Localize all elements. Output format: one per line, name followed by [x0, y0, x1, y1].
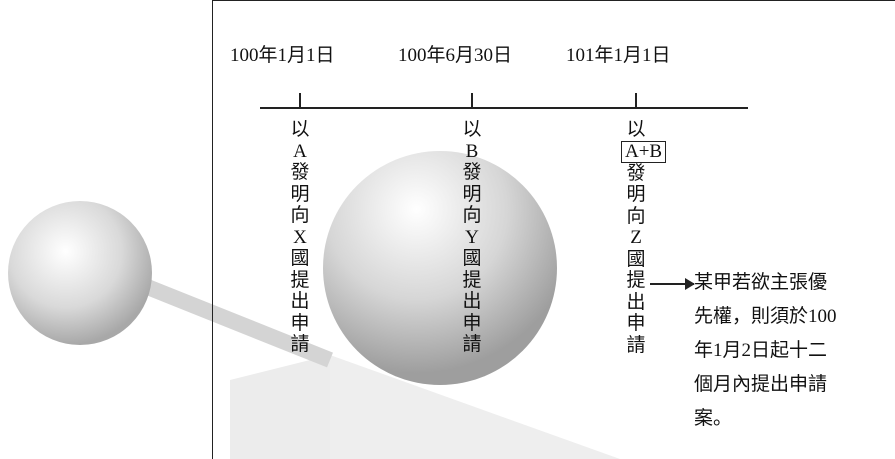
- column-char: 出: [626, 291, 646, 313]
- column-char: 提: [626, 270, 646, 291]
- column-char: 提: [290, 269, 310, 291]
- note-line: 某甲若欲主張優: [694, 272, 828, 293]
- country-letter: X: [293, 226, 307, 248]
- arrow-right-icon: [685, 278, 695, 290]
- column-char: 明: [626, 184, 646, 205]
- priority-note: 某甲若欲主張優 先權，則須於100 年1月2日起十二 個月內提出申請 案。: [694, 266, 889, 436]
- note-line: 年1月2日起十二: [694, 340, 828, 361]
- column-char: 出: [462, 291, 482, 312]
- timeline-tick-2: [471, 93, 473, 107]
- column-char: 發: [290, 162, 310, 183]
- date-label-1: 100年1月1日: [230, 45, 335, 66]
- column-char: 以: [290, 119, 310, 140]
- column-char: 向: [626, 205, 646, 227]
- column-char: 以: [626, 119, 646, 140]
- note-line: 案。: [694, 408, 733, 429]
- column-char: 發: [462, 162, 482, 183]
- small-sphere: [8, 201, 152, 345]
- decorative-band: [230, 355, 330, 459]
- invention-letter: A: [293, 140, 307, 162]
- timeline-axis: [260, 107, 748, 109]
- application-column-z: 以 A+B 發 明 向 Z 國 提 出 申 請: [621, 119, 667, 356]
- column-char: 申: [626, 313, 646, 334]
- large-sphere: [323, 151, 557, 385]
- note-line: 個月內提出申請: [694, 374, 828, 395]
- column-char: 發: [626, 162, 646, 184]
- application-column-x: 以 A 發 明 向 X 國 提 出 申 請: [285, 119, 315, 356]
- column-char: 提: [462, 269, 482, 291]
- decorative-rod: [127, 272, 333, 368]
- application-column-y: 以 B 發 明 向 Y 國 提 出 申 請: [457, 119, 487, 356]
- note-line: 先權，則須於100: [694, 306, 837, 327]
- timeline-tick-1: [299, 93, 301, 107]
- column-char: 以: [462, 119, 482, 140]
- invention-letter: B: [465, 140, 479, 162]
- column-char: 申: [290, 312, 310, 334]
- decorative-band-right: [330, 355, 620, 459]
- country-letter: Y: [465, 226, 479, 248]
- column-char: 請: [462, 334, 482, 355]
- column-char: 向: [462, 205, 482, 226]
- combined-invention-box: A+B: [621, 140, 667, 163]
- timeline-tick-3: [635, 93, 637, 107]
- date-label-2: 100年6月30日: [398, 45, 513, 66]
- column-char: 申: [462, 312, 482, 334]
- column-char: 國: [626, 248, 646, 270]
- column-char: 向: [290, 205, 310, 226]
- column-char: 請: [290, 334, 310, 355]
- column-char: 請: [626, 334, 646, 356]
- column-char: 出: [290, 291, 310, 312]
- arrow-line: [650, 283, 694, 285]
- column-char: 國: [290, 248, 310, 269]
- column-char: 明: [462, 183, 482, 205]
- column-char: 國: [462, 248, 482, 269]
- diagram-panel: [212, 0, 895, 459]
- country-letter: Z: [630, 227, 642, 248]
- date-label-3: 101年1月1日: [566, 45, 671, 66]
- column-char: 明: [290, 183, 310, 205]
